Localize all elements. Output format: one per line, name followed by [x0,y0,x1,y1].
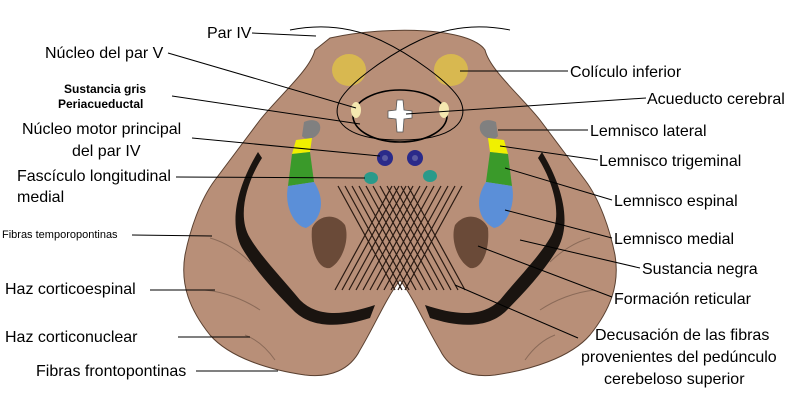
decussation-line-19 [341,185,400,291]
label-par-iv: Par IV [207,25,252,42]
label-fibras-frontopontinas: Fibras frontopontinas [36,363,186,380]
nucleo-motor-iv-right-center [412,155,418,161]
reticular-formation-left [311,216,347,269]
leader-decusacion [454,284,579,339]
leader-lemnisco-trigeminal [499,145,599,161]
decussation-line-5 [390,185,449,291]
reticular-formation-right [453,216,489,269]
decussation-line-0 [337,185,396,291]
leader-par-iv [251,32,317,37]
label-formacion-reticular: Formación reticular [614,291,752,308]
decussation-line-9 [376,185,435,291]
label-lemnisco-espinal: Lemnisco espinal [614,193,738,210]
decussation-line-17 [348,185,407,291]
label-decusacion-1: Decusación de las fibras [595,327,769,344]
nucleo-par-v-left [351,102,361,118]
decussation-line-3 [397,185,456,291]
fold-right-1 [549,237,591,263]
trigeminal-lemniscus-left [292,138,312,154]
nucleo-par-v-right [439,102,449,118]
substantia-nigra-right [425,152,565,325]
label-decusacion-3: cerebeloso superior [604,371,745,388]
label-fasciculo-1: Fascículo longitudinal [17,168,171,185]
decussation-line-20 [407,185,466,291]
decussation-hatch [334,185,466,291]
lateral-lemniscus-right [479,120,498,139]
label-sustancia-gris-2: Periacueductal [58,97,143,111]
lateral-lemniscus-left [302,120,321,139]
midbrain-section [183,29,617,377]
decussation-line-21 [334,185,393,291]
leader-sustancia-gris [171,95,361,125]
medial-lemniscus-right [479,182,513,228]
reticular-patch-left [311,216,347,269]
substantia-nigra-left [235,152,375,325]
leader-acueducto [405,97,647,115]
lemniscus-right [479,120,513,228]
leader-fibras-temporo [131,234,213,237]
label-lemnisco-medial: Lemnisco medial [614,231,734,248]
decussation-line-4 [351,185,410,291]
leader-formacion-reticular [477,245,613,298]
decussation-line-7 [383,185,442,291]
label-fibras-temporopontinas: Fibras temporopontinas [2,229,118,241]
spinal-lemniscus-left [288,152,314,186]
nerve-iv-loop [289,26,511,141]
label-nucleo-motor-1: Núcleo motor principal [22,121,181,138]
cerebral-aqueduct [387,99,413,133]
label-nucleo-par-v: Núcleo del par V [45,45,164,62]
label-lemnisco-lateral: Lemnisco lateral [590,123,707,140]
label-decusacion-2: provenientes del pedúnculo [581,349,777,366]
decussation-line-6 [358,185,417,291]
fold-left-3 [244,334,276,361]
decussation-line-8 [365,185,424,291]
leader-nucleo-par-v [167,52,357,109]
label-acueducto-cerebral: Acueducto cerebral [647,91,785,108]
label-lemnisco-trigeminal: Lemnisco trigeminal [599,153,741,170]
fold-left-2 [204,289,261,311]
label-sustancia-gris-1: Sustancia gris [64,82,146,96]
leader-lemnisco-espinal [504,167,613,201]
label-nucleo-motor-2: del par IV [72,143,141,160]
fold-left-1 [209,237,251,263]
mlf-right [423,170,437,182]
leader-lines-right [405,70,647,339]
leader-lemnisco-medial [504,209,613,239]
leader-sustancia-negra [519,239,641,269]
fold-right-2 [539,289,596,311]
decussation-line-18 [400,185,459,291]
peduncle-folds [204,237,596,361]
mlf-left [364,172,378,184]
label-fasciculo-2: medial [17,189,64,206]
label-coliculo-inferior: Colículo inferior [570,64,682,81]
fold-right-3 [524,334,556,361]
inferior-colliculus-left [332,54,366,86]
label-sustancia-negra: Sustancia negra [642,261,758,278]
medial-lemniscus-left [287,182,321,228]
midbrain-outline [183,29,617,377]
decussation-line-2 [344,185,403,291]
leader-nucleo-motor [191,137,381,157]
trigeminal-lemniscus-right [488,138,508,154]
decussation-line-16 [393,185,452,291]
label-haz-corticonuclear: Haz corticonuclear [5,329,138,346]
lemniscus-left [287,120,321,228]
decussation-line-1 [404,185,463,291]
inferior-colliculus-right [434,54,468,86]
reticular-patch-right [453,216,489,269]
leader-lines-left [131,32,381,372]
label-haz-corticoespinal: Haz corticoespinal [5,281,136,298]
nucleo-motor-iv-left-center [382,155,388,161]
spinal-lemniscus-right [486,152,512,186]
leader-fasciculo [175,176,366,179]
